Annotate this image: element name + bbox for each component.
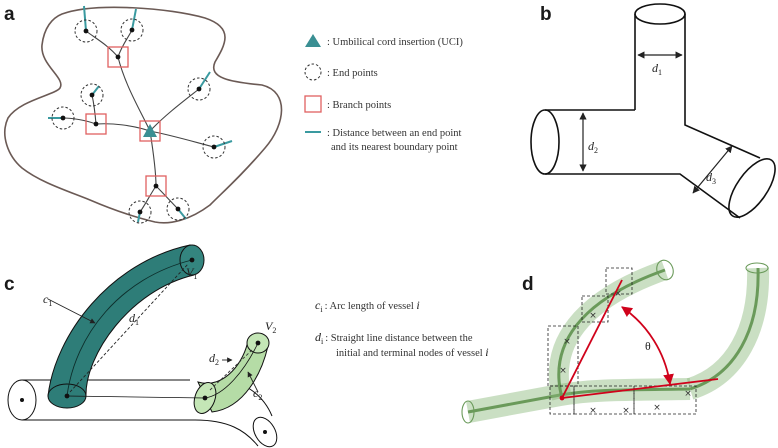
v2-label: V2 — [265, 319, 276, 335]
legend-dashed-circle-icon — [304, 63, 322, 81]
d3-arrow — [692, 145, 733, 194]
theta-label: θ — [645, 339, 651, 353]
legend-branch-text: : Branch points — [327, 100, 391, 111]
panel-c: c V1 — [4, 244, 489, 448]
legend-distance-text: : Distance between an end point — [327, 128, 461, 139]
vessel-1-centerline — [66, 259, 193, 397]
svg-text:×: × — [589, 406, 597, 416]
vessel-1 — [47, 244, 195, 397]
svg-text:×: × — [622, 406, 630, 416]
uci-triangle-marker — [143, 124, 157, 137]
angle-vertex — [559, 395, 565, 401]
c1-pointer — [47, 298, 96, 324]
panel-d-vessel-ends — [461, 259, 769, 424]
end-point-markers — [51, 18, 226, 224]
svg-text:×: × — [563, 337, 571, 347]
vessel-2-centerline — [204, 342, 259, 399]
svg-text:×: × — [559, 366, 567, 376]
d1-c-label: d1 — [129, 311, 139, 327]
boundary-distance-lines — [48, 5, 233, 223]
legend-triangle-icon — [305, 34, 321, 47]
legend-distance-text-2: and its nearest boundary point — [331, 142, 458, 153]
angle-lines — [561, 279, 719, 399]
c2-pointer — [247, 371, 259, 393]
connector-line — [66, 395, 206, 399]
svg-text:×: × — [614, 289, 622, 299]
panel-b: b d1 d2 d3 — [530, 3, 776, 219]
svg-text:×: × — [653, 403, 661, 413]
legend-endpoints-text: : End points — [327, 68, 378, 79]
sample-crosses: × × × × × × × × — [559, 289, 692, 416]
legend-red-square-icon — [304, 95, 322, 113]
svg-text:×: × — [589, 311, 597, 321]
c2-label: c2 — [253, 386, 262, 402]
legend-c-line: ci: Arc length of vessel i — [315, 298, 420, 314]
vessel-tree — [62, 29, 215, 213]
v1-label: V1 — [186, 265, 197, 281]
d1-label: d1 — [652, 61, 662, 77]
d2-c-label: d2 — [209, 351, 219, 367]
panel-c-label: c — [4, 274, 15, 295]
c1-label: c1 — [43, 292, 52, 308]
bifurcation-cylinder — [530, 3, 776, 219]
d2-label: d2 — [588, 139, 598, 155]
legend-uci-text: : Umbilical cord insertion (UCI) — [327, 37, 463, 48]
legend-d-line-2: initial and terminal nodes of vessel i — [336, 345, 489, 359]
svg-text:×: × — [684, 389, 692, 399]
panel-d-label: d — [522, 274, 534, 295]
panel-c-nodes — [20, 257, 267, 434]
branch-point-markers — [85, 46, 167, 197]
panel-d-vessels — [466, 260, 770, 423]
panel-d: d × × × × × — [461, 259, 770, 424]
panel-a-legend: : Umbilical cord insertion (UCI) : End p… — [304, 34, 463, 153]
panel-c-legend: ci: Arc length of vessel i di: Straight … — [315, 298, 489, 359]
vessel-nodes — [60, 27, 217, 215]
panel-a: a — [4, 4, 463, 224]
panel-a-label: a — [4, 4, 15, 25]
d3-label: d3 — [706, 170, 716, 186]
legend-d-line: di: Straight line distance between the — [315, 330, 473, 346]
vessel-1-chord — [69, 263, 189, 393]
placenta-outline — [4, 6, 283, 224]
panel-b-label: b — [540, 4, 552, 25]
